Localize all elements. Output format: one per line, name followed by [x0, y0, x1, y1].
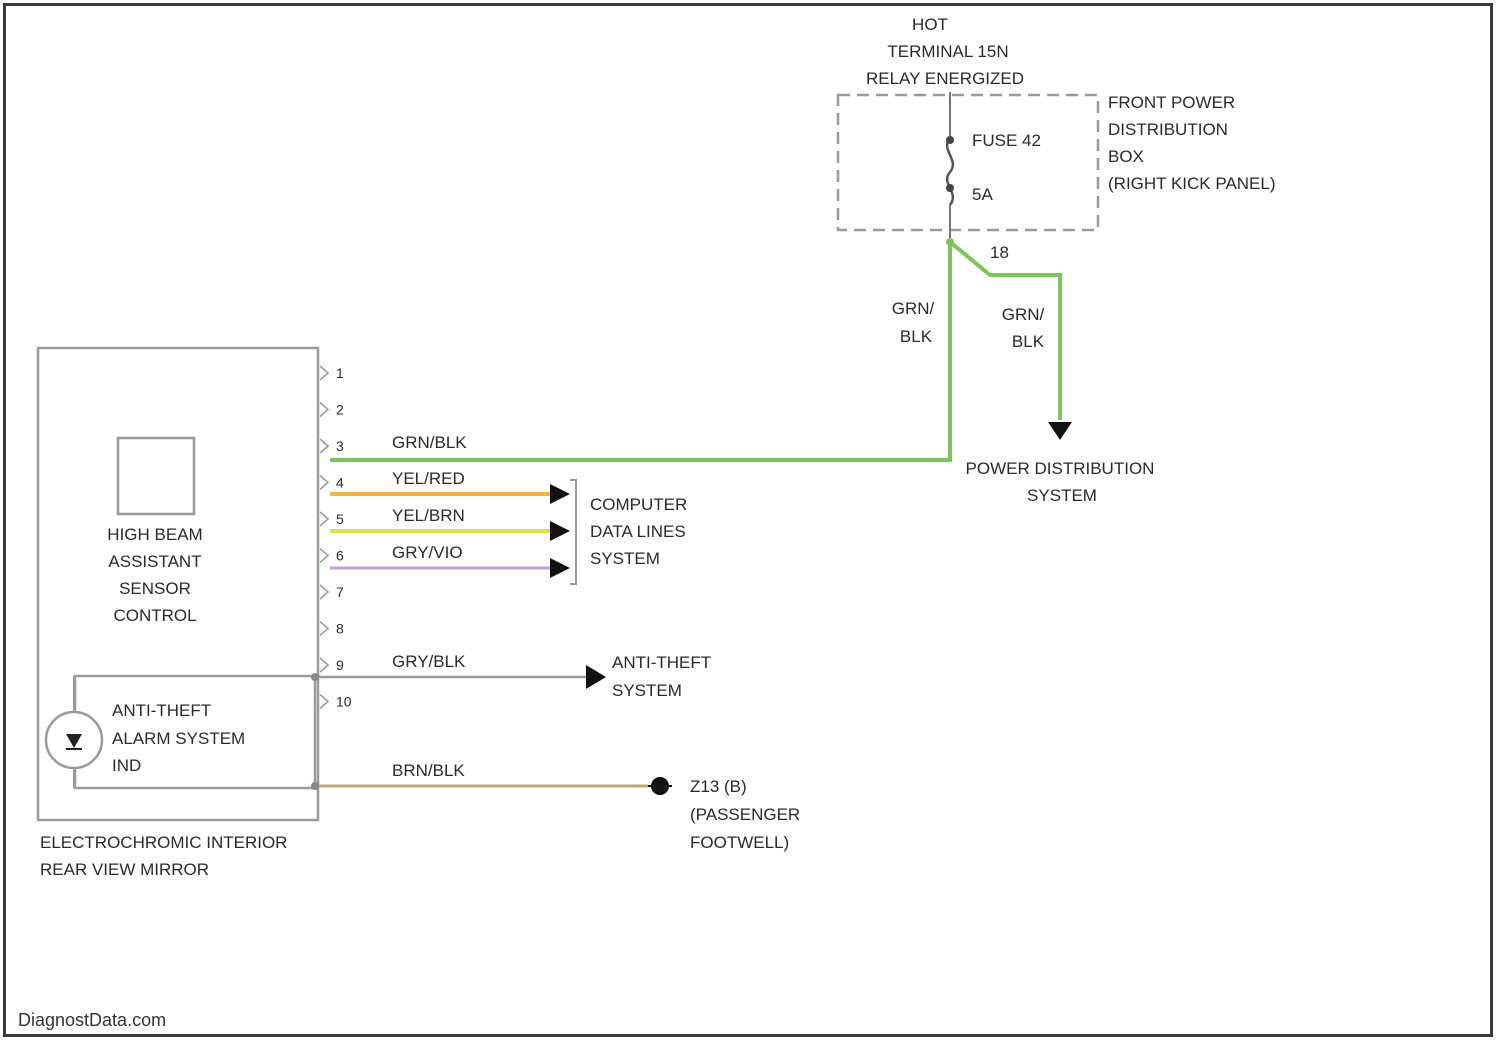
pin-number: 8	[336, 621, 344, 637]
hot-label: HOT	[912, 15, 948, 34]
ground-label-2: (PASSENGER	[690, 805, 800, 824]
connector-pins: 1 2 3 4 5 6 7 8 9 10	[320, 365, 352, 710]
pin-number: 9	[336, 657, 344, 673]
pin-terminal-mark	[320, 476, 328, 490]
hot-terminal-label: TERMINAL 15N	[887, 42, 1008, 61]
fuse-42	[946, 92, 954, 238]
pin-number: 6	[336, 548, 344, 564]
anti-theft-system-label-1: ANTI-THEFT	[612, 653, 711, 672]
pin-terminal-mark	[320, 366, 328, 380]
front-box-label-4: (RIGHT KICK PANEL)	[1108, 174, 1276, 193]
pin-terminal-mark	[320, 695, 328, 709]
power-dist-label-2: SYSTEM	[1027, 486, 1097, 505]
pin-terminal-mark	[320, 658, 328, 672]
module-label-1: HIGH BEAM	[107, 525, 202, 544]
pin-terminal-mark	[320, 403, 328, 417]
pin-terminal-mark	[320, 622, 328, 636]
pin-terminal-mark	[320, 549, 328, 563]
pin-number: 10	[336, 694, 352, 710]
fuse-pin-number: 18	[990, 243, 1009, 262]
module-label-3: SENSOR	[119, 579, 191, 598]
arrow-yel-red	[550, 484, 570, 504]
pin-terminal-mark	[320, 512, 328, 526]
pin-number: 2	[336, 402, 344, 418]
module-label-4: CONTROL	[113, 606, 196, 625]
wire-left-color-2: BLK	[900, 327, 933, 346]
front-box-label-2: DISTRIBUTION	[1108, 120, 1228, 139]
wire-label-4: YEL/RED	[392, 469, 465, 488]
pin-terminal-mark	[320, 439, 328, 453]
ground-label-1: Z13 (B)	[690, 777, 747, 796]
arrow-gry-vio	[550, 558, 570, 578]
pin-dot-9	[311, 673, 319, 681]
front-power-box-outline	[838, 95, 1098, 230]
pin-dot-10	[311, 782, 319, 790]
wire-right-color-1: GRN/	[1002, 305, 1045, 324]
wire-label-5: YEL/BRN	[392, 506, 465, 525]
computer-label-3: SYSTEM	[590, 549, 660, 568]
pin-number: 5	[336, 511, 344, 527]
computer-label-2: DATA LINES	[590, 522, 686, 541]
led-label-3: IND	[112, 756, 141, 775]
wire-label-10: BRN/BLK	[392, 761, 465, 780]
fuse-name: FUSE 42	[972, 131, 1041, 150]
component-label-2: REAR VIEW MIRROR	[40, 860, 209, 879]
arrow-anti-theft	[586, 665, 606, 689]
hot-relay-label: RELAY ENERGIZED	[866, 69, 1024, 88]
pin-number: 3	[336, 438, 344, 454]
pin-number: 7	[336, 584, 344, 600]
wire-left-color-1: GRN/	[892, 299, 935, 318]
sensor-icon	[118, 438, 194, 514]
arrow-yel-brn	[550, 521, 570, 541]
wire-right-color-2: BLK	[1012, 332, 1045, 351]
computer-label-1: COMPUTER	[590, 495, 687, 514]
watermark: DiagnostData.com	[18, 1010, 166, 1030]
ground-label-3: FOOTWELL)	[690, 833, 789, 852]
power-dist-arrow	[1048, 422, 1072, 440]
led-label-2: ALARM SYSTEM	[112, 729, 245, 748]
wire-label-6: GRY/VIO	[392, 543, 463, 562]
pin-number: 1	[336, 365, 344, 381]
pin-number: 4	[336, 475, 344, 491]
wire-label-3: GRN/BLK	[392, 433, 467, 452]
grn-blk-power-wires	[330, 238, 1072, 460]
fuse-rating: 5A	[972, 185, 993, 204]
power-dist-label-1: POWER DISTRIBUTION	[966, 459, 1155, 478]
pin-terminal-mark	[320, 585, 328, 599]
ground-icon	[648, 777, 672, 795]
front-box-label-3: BOX	[1108, 147, 1144, 166]
front-box-label-1: FRONT POWER	[1108, 93, 1235, 112]
component-label-1: ELECTROCHROMIC INTERIOR	[40, 833, 287, 852]
module-label-2: ASSISTANT	[108, 552, 201, 571]
computer-bracket	[570, 480, 576, 584]
wire-label-9: GRY/BLK	[392, 652, 466, 671]
led-label-1: ANTI-THEFT	[112, 701, 211, 720]
led-icon	[46, 676, 102, 788]
anti-theft-system-label-2: SYSTEM	[612, 681, 682, 700]
